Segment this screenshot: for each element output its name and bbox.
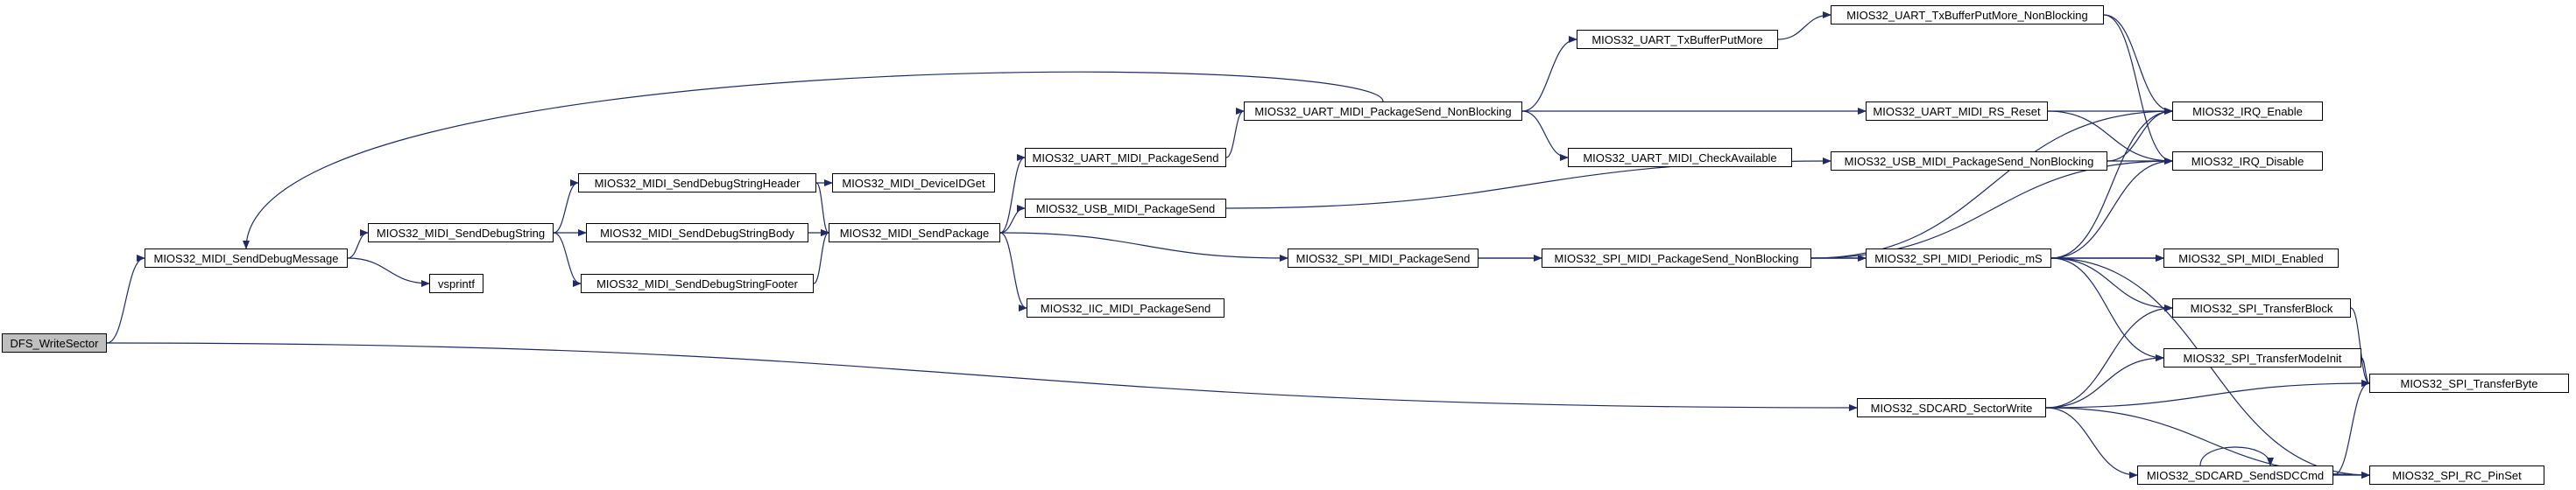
edge-senddebugstringheader-to-sendpackage	[815, 182, 829, 236]
node-spi-midi-packagesend[interactable]: MIOS32_SPI_MIDI_PackageSend	[1288, 248, 1479, 268]
edge-senddebugstring-to-senddebugstringheader	[553, 179, 579, 234]
node-spi-transferbyte[interactable]: MIOS32_SPI_TransferByte	[2369, 374, 2569, 393]
edge-senddebugmessage-to-vsprintf	[347, 257, 430, 287]
edge-spi-transfermodeinit-to-spi-transferbyte	[2361, 357, 2370, 387]
node-spi-transfermodeinit[interactable]: MIOS32_SPI_TransferModeInit	[2163, 348, 2361, 368]
node-irq-disable[interactable]: MIOS32_IRQ_Disable	[2172, 151, 2323, 171]
edge-sendpackage-to-spi-midi-packagesend	[999, 232, 1288, 262]
node-uart-midi-packagesend[interactable]: MIOS32_UART_MIDI_PackageSend	[1025, 148, 1226, 167]
node-spi-midi-enabled[interactable]: MIOS32_SPI_MIDI_Enabled	[2163, 248, 2339, 268]
edge-spi-midi-packagesend-nb-to-irq-disable	[1810, 158, 2173, 259]
edge-sendpackage-to-uart-midi-packagesend	[999, 154, 1026, 234]
node-uart-txbufferputmore[interactable]: MIOS32_UART_TxBufferPutMore	[1577, 30, 1778, 49]
edge-uart-midi-rs-reset-to-irq-disable	[2047, 110, 2173, 164]
edge-spi-midi-periodic-ms-to-spi-transferblock	[2050, 257, 2173, 312]
edge-uart-midi-packagesend-nb-to-senddebugmessage	[243, 71, 1384, 249]
node-vsprintf[interactable]: vsprintf	[429, 274, 483, 293]
edge-dfs-writesector-to-sdcard-sectorwrite	[106, 342, 1858, 411]
edge-senddebugstringfooter-to-sendpackage	[813, 229, 829, 284]
edge-uart-midi-packagesend-nb-to-uart-txbufferputmore	[1521, 36, 1577, 112]
node-deviceidget[interactable]: MIOS32_MIDI_DeviceIDGet	[832, 173, 995, 192]
edge-uart-midi-packagesend-nb-to-uart-midi-checkavailable	[1521, 110, 1569, 161]
edge-sdcard-sendsdccmd-to-spi-transferbyte	[2333, 380, 2370, 476]
edge-senddebugmessage-to-senddebugstring	[347, 229, 369, 259]
edge-sdcard-sectorwrite-to-spi-transferblock	[2045, 304, 2173, 409]
node-spi-transferblock[interactable]: MIOS32_SPI_TransferBlock	[2172, 298, 2351, 318]
edge-spi-midi-periodic-ms-to-irq-disable	[2050, 158, 2173, 259]
edge-sdcard-sectorwrite-to-spi-transfermodeinit	[2045, 354, 2164, 409]
edge-uart-midi-packagesend-to-uart-midi-packagesend-nb	[1225, 108, 1245, 158]
node-usb-midi-packagesend-nb[interactable]: MIOS32_USB_MIDI_PackageSend_NonBlocking	[1831, 151, 2107, 171]
node-spi-midi-periodic-ms[interactable]: MIOS32_SPI_MIDI_Periodic_mS	[1866, 248, 2051, 268]
edge-sdcard-sectorwrite-to-sdcard-sendsdccmd	[2045, 407, 2138, 479]
node-irq-enable[interactable]: MIOS32_IRQ_Enable	[2172, 102, 2323, 121]
edge-senddebugstring-to-senddebugstringfooter	[553, 232, 582, 287]
node-sendpackage[interactable]: MIOS32_MIDI_SendPackage	[829, 223, 1000, 242]
edge-spi-midi-periodic-ms-to-spi-transfermodeinit	[2050, 257, 2164, 361]
edge-uart-txbufferputmore-nb-to-irq-enable	[2103, 14, 2173, 115]
edge-spi-midi-packagesend-nb-to-irq-enable	[1810, 108, 2173, 259]
node-uart-txbufferputmore-nb[interactable]: MIOS32_UART_TxBufferPutMore_NonBlocking	[1831, 5, 2104, 24]
node-dfs-writesector[interactable]: DFS_WriteSector	[2, 333, 107, 353]
node-uart-midi-checkavailable[interactable]: MIOS32_UART_MIDI_CheckAvailable	[1568, 148, 1792, 167]
edge-uart-txbufferputmore-to-uart-txbufferputmore-nb	[1777, 11, 1831, 40]
node-senddebugstringfooter[interactable]: MIOS32_MIDI_SendDebugStringFooter	[581, 274, 814, 293]
node-iic-midi-packagesend[interactable]: MIOS32_IIC_MIDI_PackageSend	[1027, 298, 1224, 318]
node-spi-midi-packagesend-nb[interactable]: MIOS32_SPI_MIDI_PackageSend_NonBlocking	[1542, 248, 1811, 268]
edge-sendpackage-to-iic-midi-packagesend	[999, 232, 1027, 312]
edge-usb-midi-packagesend-nb-to-irq-enable	[2107, 108, 2173, 162]
node-senddebugstringbody[interactable]: MIOS32_MIDI_SendDebugStringBody	[586, 223, 808, 242]
node-sdcard-sectorwrite[interactable]: MIOS32_SDCARD_SectorWrite	[1857, 398, 2046, 417]
node-senddebugstringheader[interactable]: MIOS32_MIDI_SendDebugStringHeader	[578, 173, 816, 192]
node-uart-midi-rs-reset[interactable]: MIOS32_UART_MIDI_RS_Reset	[1866, 102, 2048, 121]
edge-spi-transferblock-to-spi-transferbyte	[2350, 307, 2370, 387]
edge-spi-midi-periodic-ms-to-irq-enable	[2050, 108, 2173, 259]
node-sdcard-sendsdccmd[interactable]: MIOS32_SDCARD_SendSDCCmd	[2137, 466, 2333, 485]
node-usb-midi-packagesend[interactable]: MIOS32_USB_MIDI_PackageSend	[1025, 199, 1226, 218]
edge-dfs-writesector-to-senddebugmessage	[106, 255, 145, 344]
edge-uart-txbufferputmore-nb-to-irq-disable	[2103, 14, 2173, 164]
node-senddebugmessage[interactable]: MIOS32_MIDI_SendDebugMessage	[145, 248, 348, 268]
edge-sdcard-sendsdccmd-to-sdcard-sendsdccmd	[2199, 446, 2274, 466]
node-senddebugstring[interactable]: MIOS32_MIDI_SendDebugString	[368, 223, 554, 242]
node-uart-midi-packagesend-nb[interactable]: MIOS32_UART_MIDI_PackageSend_NonBlocking	[1244, 102, 1522, 121]
edge-sendpackage-to-usb-midi-packagesend	[999, 205, 1026, 234]
edge-sdcard-sectorwrite-to-spi-transferbyte	[2045, 380, 2370, 409]
edge-usb-midi-packagesend-to-usb-midi-packagesend-nb	[1225, 158, 1831, 209]
node-spi-rc-pinset[interactable]: MIOS32_SPI_RC_PinSet	[2369, 466, 2544, 485]
